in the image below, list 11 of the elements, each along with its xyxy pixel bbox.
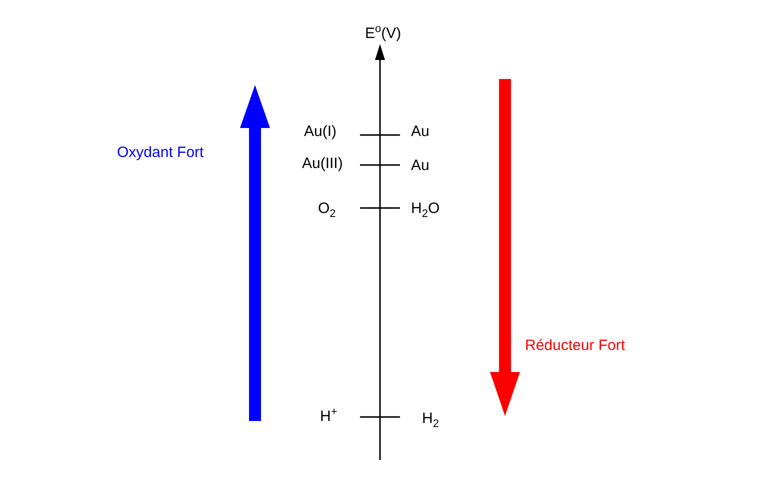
species-label: Au(III) (302, 155, 343, 173)
species-label: H$_{2}$O (411, 200, 440, 222)
species-label: Au(I) (304, 123, 337, 141)
species-label: H$_{2}$ (422, 410, 439, 432)
species-label: H$^{+}$ (320, 405, 338, 426)
arrow-label: Réducteur Fort (525, 337, 626, 355)
species-label: Au (411, 123, 430, 141)
arrow-label: Oxydant Fort (117, 144, 204, 162)
species-label: O$_{2}$ (318, 200, 336, 222)
axis-label: E$^{o}$(V) (365, 22, 402, 43)
species-label: Au (411, 157, 430, 175)
